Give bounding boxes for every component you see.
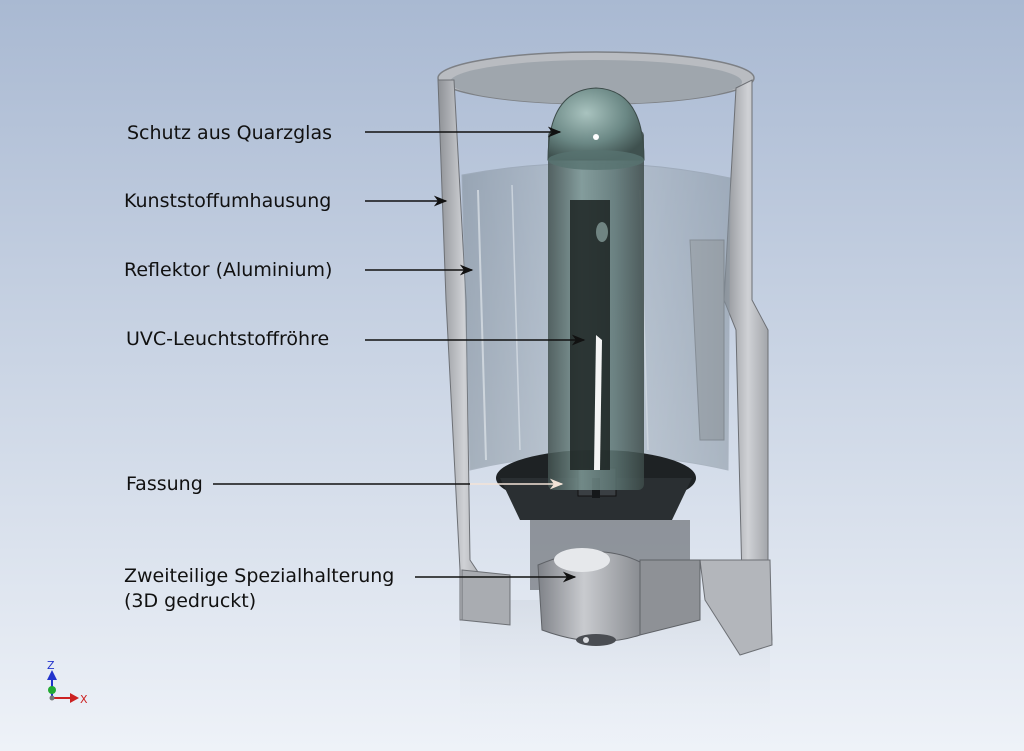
label-socket: Fassung xyxy=(126,473,203,495)
label-plastic-housing: Kunststoffumhausung xyxy=(124,190,332,212)
floor-reflection xyxy=(460,600,770,745)
quartz-dome-shape xyxy=(547,87,645,170)
label-quartz-protection: Schutz aus Quarzglas xyxy=(127,122,332,144)
label-reflector: Reflektor (Aluminium) xyxy=(124,259,333,281)
axis-triad xyxy=(47,670,79,703)
label-holder-line2: (3D gedruckt) xyxy=(124,590,257,612)
label-uvc-tube: UVC-Leuchtstoffröhre xyxy=(126,328,330,350)
axis-z-label: Z xyxy=(47,659,55,672)
axis-x-label: X xyxy=(80,693,88,706)
uvc-tube-shape xyxy=(548,130,644,490)
holder-shape xyxy=(530,520,701,646)
label-holder-line1: Zweiteilige Spezialhalterung xyxy=(124,565,395,587)
